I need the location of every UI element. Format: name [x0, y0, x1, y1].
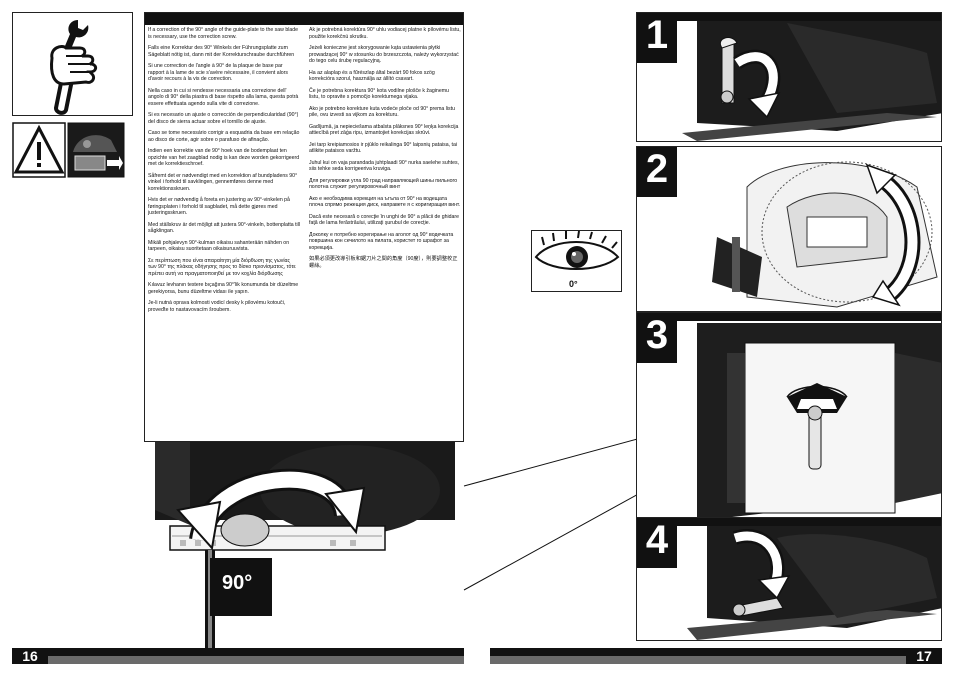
paragraph: Mikäli pohjalevyn 90°-kulman oikaisu sah… [148, 239, 290, 253]
hand-wrench-icon [50, 20, 98, 115]
text-panel-header-band [145, 13, 463, 25]
page-number-right: 17 [906, 648, 942, 664]
step-3-illustration [697, 323, 941, 519]
saw-base-illustration [155, 430, 455, 650]
text-column-left: If a correction of the 90° angle of the … [148, 27, 300, 318]
battery-unplug-icon [67, 122, 125, 178]
step-number: 1 [645, 13, 669, 57]
paragraph: Kılavuz levhanın testere bıçağına 90°'li… [148, 282, 299, 295]
paragraph: Ako je potrebno korekture kuta vodeće pl… [309, 105, 455, 119]
step-1-illustration [682, 21, 941, 141]
service-icon-box [12, 12, 133, 116]
paragraph: Si es necesario un ajuste o corrección d… [148, 112, 299, 125]
paragraph: Ако е необходима корекция на ъгъла от 90… [309, 195, 461, 209]
step-4-illustration [687, 526, 941, 640]
paragraph: Falls eine Korrektur des 90° Winkels der… [148, 45, 295, 58]
paragraph: Σε περίπτωση που είναι απαραίτητη μία δι… [148, 257, 296, 277]
paragraph: Si une correction de l'angle à 90° de la… [148, 63, 288, 82]
paragraph: Доколку е потребно корегирање на аголот … [309, 231, 454, 251]
paragraph: Jeżeli konieczne jest skorygowanie kąta … [309, 45, 459, 64]
paragraph: Jei tarp kreipiamosios ir pjūklo reikali… [309, 141, 457, 155]
paragraph: Ha az alaplap és a fűrészlap által bezár… [309, 69, 435, 83]
paragraph: Ak je potrebná korektúra 90° uhlu vodiac… [309, 27, 461, 40]
step-2-panel: 2 [636, 146, 942, 312]
step-number: 2 [645, 147, 669, 191]
footer-band-right [490, 648, 942, 656]
paragraph: Indien een korrektie van de 90° hoek van… [148, 148, 300, 167]
angle-label: 90° [222, 572, 253, 594]
step-header-band [637, 518, 941, 526]
step-number-background [637, 13, 677, 63]
paragraph: 如果必須更改導引板和鋸刀片之間的角度（90度），則要調整校正螺絲。 [309, 256, 458, 269]
paragraph: Juhul kui on vaja parandada juhtplaadi 9… [309, 159, 460, 173]
paragraph: Для регулировки угла 90 град направляюще… [309, 177, 458, 191]
step-2-illustration [712, 161, 938, 308]
eye-angle-label: 0° [569, 279, 578, 289]
eye-inspection-inset: 0° [531, 230, 622, 292]
paragraph: Med ställskruv är det möjligt att juster… [148, 221, 301, 235]
paragraph: Je-li nutná oprava kolmosti vodicí desky… [148, 300, 286, 313]
paragraph: Če je potrebna korektura 90° kota vodiln… [309, 87, 449, 101]
step-number: 4 [645, 518, 669, 562]
warning-icon-group [12, 122, 135, 178]
warning-triangle-icon [12, 122, 66, 178]
step-number: 3 [645, 313, 669, 357]
step-header-band [637, 13, 941, 21]
footer-grey-right [490, 656, 906, 664]
page-number-left: 16 [12, 648, 48, 664]
paragraph: Såfremt det er nødvendigt med en korrekt… [148, 172, 298, 192]
step-3-panel: 3 [636, 312, 942, 520]
footer-grey-left [48, 656, 464, 664]
step-number-background [637, 518, 677, 568]
text-column-right: Ak je potrebná korektúra 90° uhlu vodiac… [309, 27, 461, 274]
paragraph: Gadījumā, ja nepieciešama atbalsta plāks… [309, 123, 459, 137]
step-1-panel: 1 [636, 12, 942, 142]
paragraph: If a correction of the 90° angle of the … [148, 27, 299, 40]
eye-icon [534, 230, 620, 270]
paragraph: Hvis det er nødvendig å foreta en juster… [148, 197, 290, 216]
instruction-text-panel: If a correction of the 90° angle of the … [144, 12, 464, 442]
step-number-background [637, 147, 677, 197]
footer-band-left [12, 648, 464, 656]
paragraph: Caso se tome necessário corrigir a esqua… [148, 130, 300, 143]
paragraph: Nella caso in cui si rendesse necessaria… [148, 87, 299, 107]
paragraph: Dacă este necesară o corecţie în unghi d… [309, 213, 460, 227]
step-header-band [637, 313, 941, 321]
step-4-panel: 4 [636, 517, 942, 641]
step-number-background [637, 313, 677, 363]
